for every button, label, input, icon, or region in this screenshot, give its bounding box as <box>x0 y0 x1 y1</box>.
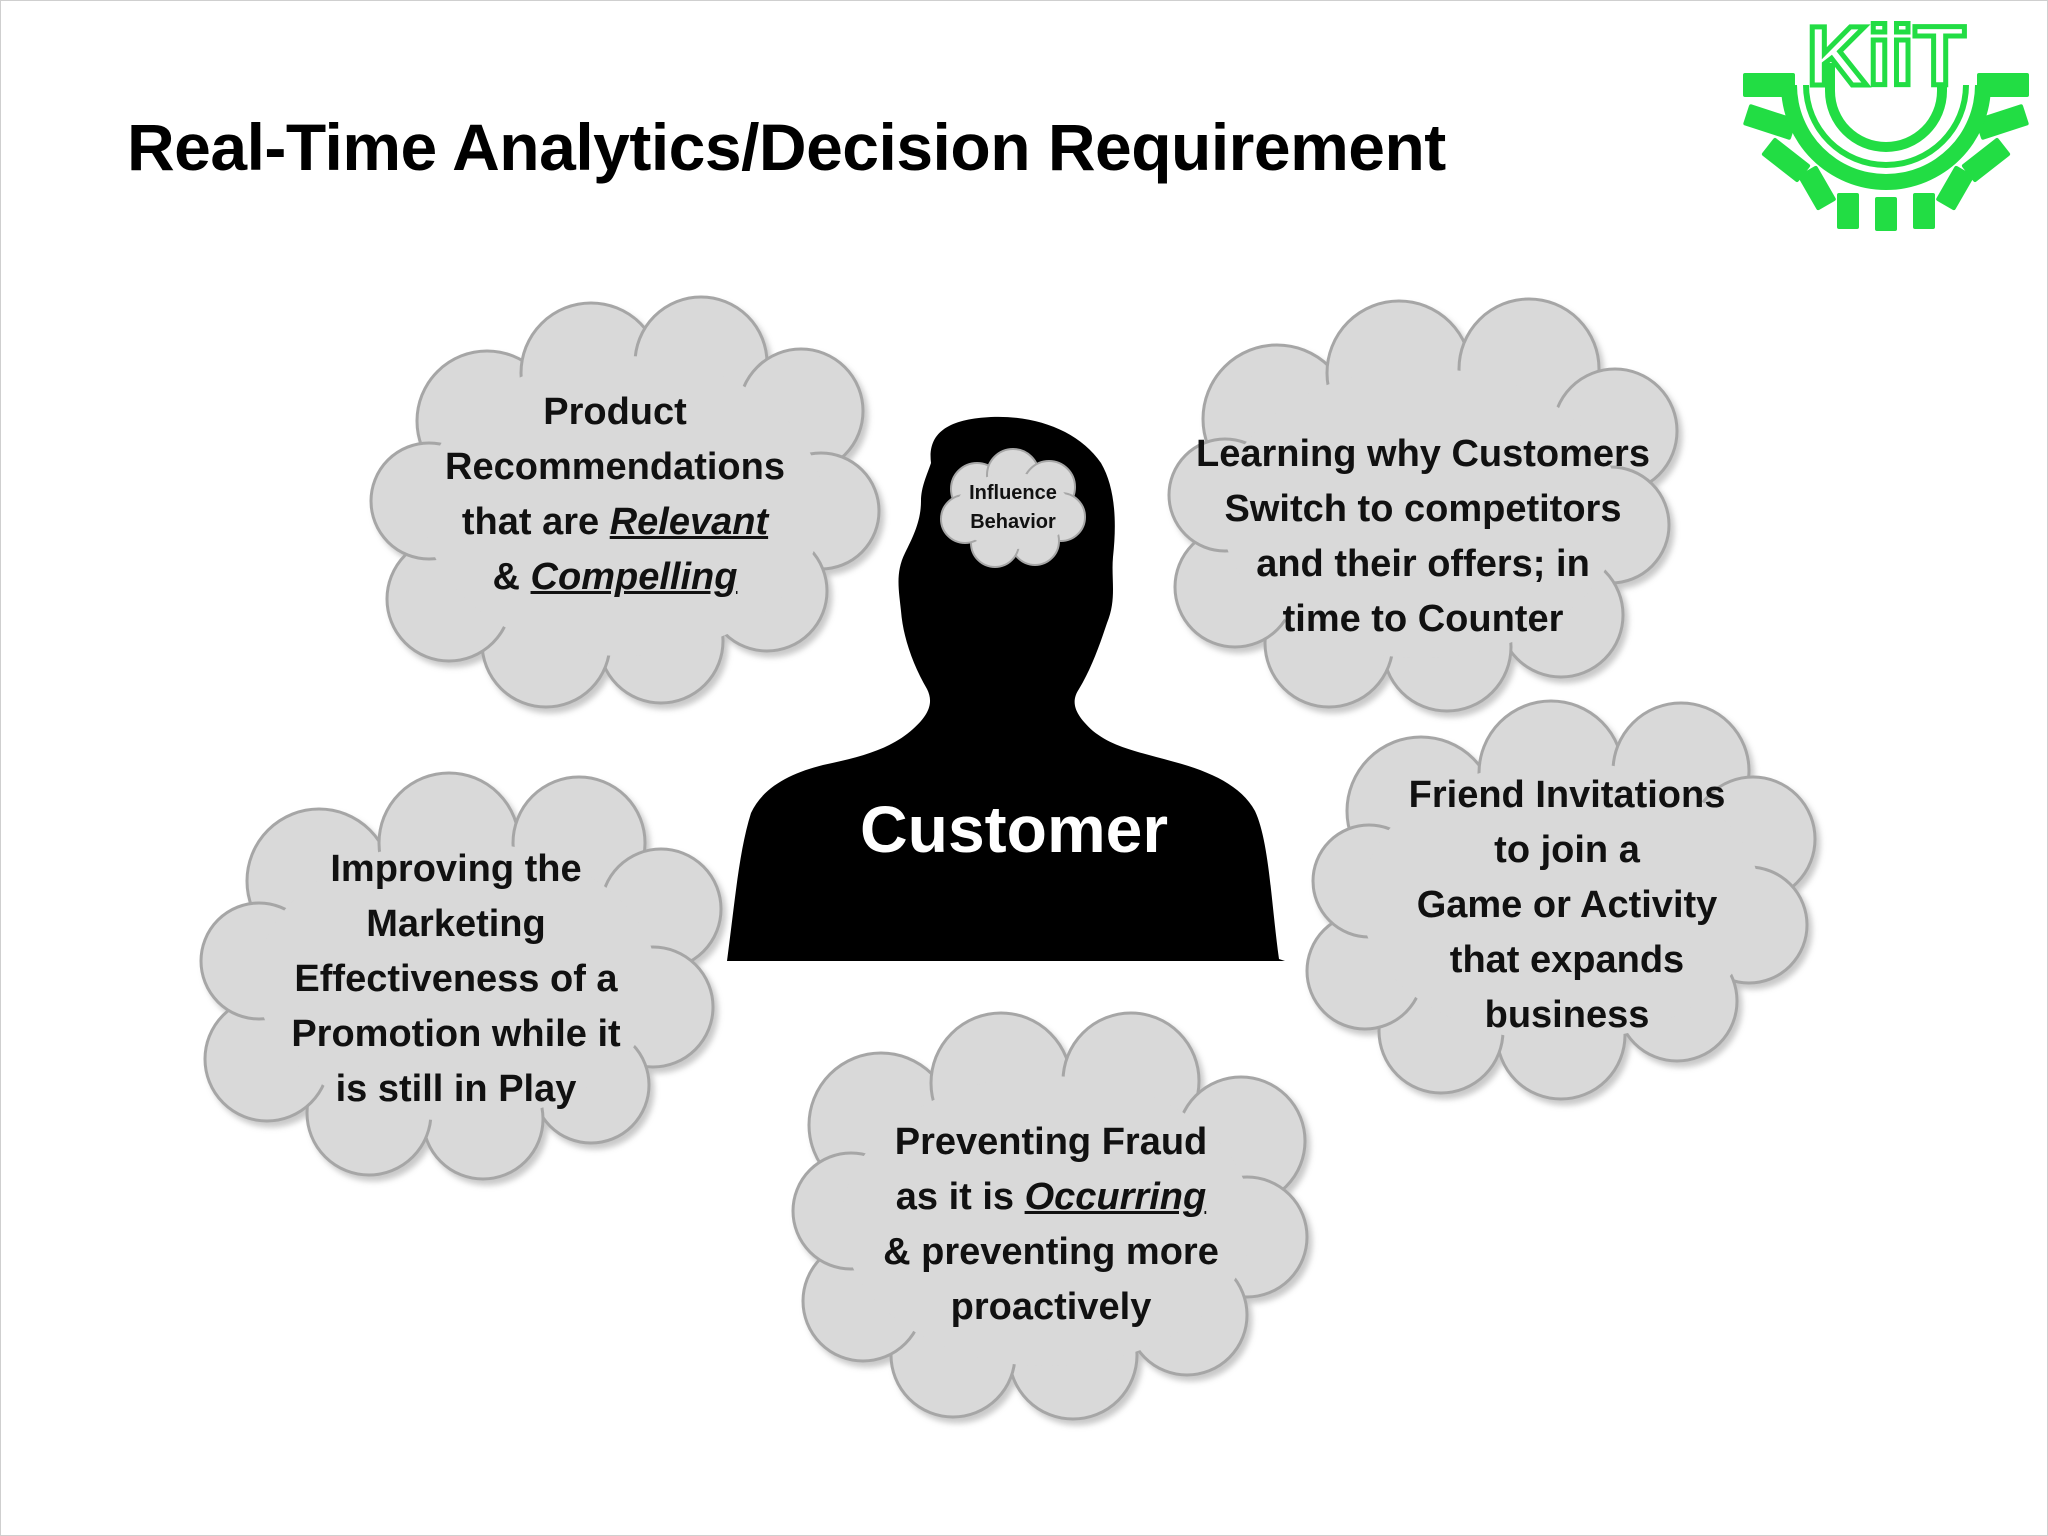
learning-line-2: Switch to competitors <box>1224 488 1622 530</box>
fraud-line-2: as it is Occurring <box>851 1170 1251 1225</box>
cloud-friend-invitations <box>1305 699 1817 1101</box>
product-line-4-pre: & <box>492 556 531 598</box>
marketing-line-4: Promotion while it <box>291 1013 621 1055</box>
customer-silhouette <box>727 416 1285 961</box>
marketing-line-5: is still in Play <box>335 1068 577 1110</box>
friend-line-5: business <box>1484 994 1650 1036</box>
improving-marketing-text: Improving the Marketing Effectiveness of… <box>251 842 661 1117</box>
fraud-line-1: Preventing Fraud <box>894 1121 1208 1163</box>
product-line-1: Product <box>543 391 687 433</box>
fraud-line-2-pre: as it is <box>895 1176 1025 1218</box>
influence-line: Influence <box>969 482 1057 504</box>
preventing-fraud-text: Preventing Fraud as it is Occurring & pr… <box>851 1115 1251 1335</box>
product-line-3: that are Relevant <box>415 495 815 550</box>
learning-line-4: time to Counter <box>1282 598 1564 640</box>
customer-label: Customer <box>859 792 1169 866</box>
cloud-improving-marketing <box>199 771 723 1181</box>
marketing-line-3: Effectiveness of a <box>294 958 618 1000</box>
slide-title: Real-Time Analytics/Decision Requirement <box>127 110 1446 184</box>
learning-line-1: Learning why Customers <box>1196 433 1650 475</box>
cloud-preventing-fraud <box>791 1011 1309 1421</box>
friend-line-4: that expands <box>1449 939 1685 981</box>
relevant-emphasis: Relevant <box>609 501 769 543</box>
influence-behavior-text: Influence Behavior <box>945 479 1081 537</box>
compelling-emphasis: Compelling <box>530 556 738 598</box>
product-line-4: & Compelling <box>415 550 815 605</box>
fraud-line-3: & preventing more <box>883 1231 1219 1273</box>
kiit-logo: KiiT <box>1743 7 2029 231</box>
cloud-learning-customers <box>1167 297 1679 713</box>
friend-line-3: Game or Activity <box>1416 884 1718 926</box>
learning-customers-text: Learning why Customers Switch to competi… <box>1173 427 1673 647</box>
influence-thought-cloud <box>940 448 1086 568</box>
fraud-line-4: proactively <box>950 1286 1152 1328</box>
occurring-emphasis: Occurring <box>1024 1176 1207 1218</box>
logo-text: KiiT <box>1807 9 1966 103</box>
friend-invitations-text: Friend Invitations to join a Game or Act… <box>1367 768 1767 1043</box>
marketing-line-2: Marketing <box>366 903 546 945</box>
behavior-line: Behavior <box>970 511 1056 533</box>
product-line-3-pre: that are <box>461 501 610 543</box>
friend-line-2: to join a <box>1494 829 1640 871</box>
cloud-product-recommendations <box>369 295 881 709</box>
learning-line-3: and their offers; in <box>1256 543 1590 585</box>
product-recommendations-text: Product Recommendations that are Relevan… <box>415 385 815 605</box>
marketing-line-1: Improving the <box>330 848 582 890</box>
friend-line-1: Friend Invitations <box>1408 774 1726 816</box>
product-line-2: Recommendations <box>445 446 785 488</box>
